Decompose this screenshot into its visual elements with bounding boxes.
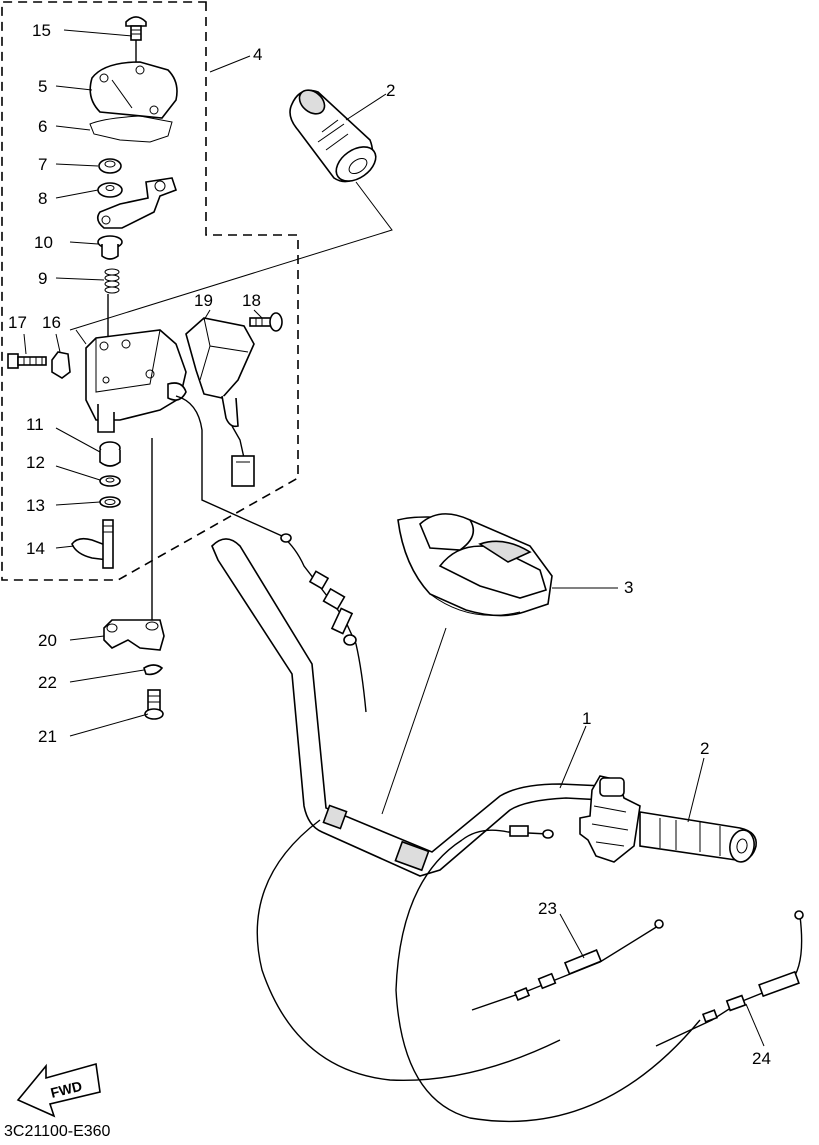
cable-loop-right xyxy=(395,839,701,1123)
callout-18: 18 xyxy=(242,291,261,310)
switch-reference-line xyxy=(75,329,87,345)
callout-4: 4 xyxy=(253,45,262,64)
cable-loop-left xyxy=(256,819,561,1082)
diagram-code: 3C21100-E360 xyxy=(4,1123,111,1140)
leader-21 xyxy=(69,713,149,737)
lever-holder xyxy=(579,775,641,863)
callout-5: 5 xyxy=(38,77,47,96)
callout-24: 24 xyxy=(752,1049,771,1068)
part-6-gasket xyxy=(89,115,173,143)
callout-19: 19 xyxy=(194,291,213,310)
leader-5 xyxy=(55,85,93,91)
part-5-cover xyxy=(89,61,178,119)
leader-12 xyxy=(55,465,101,481)
part-23-cable xyxy=(471,919,664,1011)
handlebar-cable-fitting xyxy=(461,829,549,841)
part-13-washer xyxy=(99,496,121,508)
leader-13 xyxy=(55,501,101,506)
part-22-lock-washer xyxy=(143,664,164,676)
callout-8: 8 xyxy=(38,189,47,208)
throttle-lever-arm xyxy=(96,177,178,229)
callout-14: 14 xyxy=(26,539,45,558)
throttle-cable-fittings xyxy=(280,533,357,646)
callout-10: 10 xyxy=(34,233,53,252)
fwd-label: FWD xyxy=(49,1078,84,1101)
callout-12: 12 xyxy=(26,453,45,472)
leader-4 xyxy=(209,55,251,73)
leader-6 xyxy=(55,125,91,131)
leader-16 xyxy=(55,333,61,353)
guard-leader xyxy=(381,627,447,815)
assembly-4-dashed-outline xyxy=(1,1,299,581)
callout-9: 9 xyxy=(38,269,47,288)
part-7-nut xyxy=(98,158,122,174)
callout-13: 13 xyxy=(26,496,45,515)
part-14-thumb-lever xyxy=(71,519,114,569)
callout-21: 21 xyxy=(38,727,57,746)
part-18-screw xyxy=(249,312,283,332)
part-16-nut xyxy=(51,351,71,379)
part-15-screw xyxy=(125,16,147,72)
callout-16: 16 xyxy=(42,313,61,332)
part-2-grip-upper xyxy=(289,89,377,183)
part-21-bolt xyxy=(144,689,164,720)
callout-1: 1 xyxy=(582,709,591,728)
callout-20: 20 xyxy=(38,631,57,650)
leader-23 xyxy=(559,913,585,959)
handlebar-cable-nut xyxy=(509,825,529,837)
part-10-collar xyxy=(97,235,123,260)
callout-7: 7 xyxy=(38,155,47,174)
part-3-guard xyxy=(397,513,553,617)
leader-1 xyxy=(559,725,587,789)
part-17-bolt xyxy=(7,353,47,369)
callout-22: 22 xyxy=(38,673,57,692)
part-19-switch xyxy=(185,317,255,487)
callout-2-upper: 2 xyxy=(386,81,395,100)
leader-11 xyxy=(55,427,101,453)
throttle-housing xyxy=(85,329,187,433)
leader-7 xyxy=(55,163,99,167)
leader-24 xyxy=(745,1003,765,1047)
callout-15: 15 xyxy=(32,21,51,40)
grip-reference-line xyxy=(69,181,393,331)
leader-19 xyxy=(203,309,211,321)
callout-17: 17 xyxy=(8,313,27,332)
part-24-cable xyxy=(655,910,804,1047)
fwd-arrow-icon: FWD xyxy=(16,1062,101,1118)
callout-3: 3 xyxy=(624,578,633,597)
leader-22 xyxy=(69,669,145,683)
leader-17 xyxy=(23,333,27,355)
callout-6: 6 xyxy=(38,117,47,136)
part-11-collar xyxy=(99,441,121,467)
leader-20 xyxy=(69,635,105,641)
leader-18 xyxy=(253,309,263,319)
switch-wire xyxy=(175,395,283,537)
leader-9 xyxy=(55,277,105,281)
callout-23: 23 xyxy=(538,899,557,918)
leader-2-lower xyxy=(687,757,705,823)
callout-11: 11 xyxy=(26,415,44,434)
leader-8 xyxy=(55,189,99,199)
leader-15 xyxy=(63,29,133,37)
handlebar-cable-end xyxy=(542,829,554,839)
leader-2-upper xyxy=(345,93,387,121)
leader-14 xyxy=(55,545,75,549)
part-12-washer xyxy=(99,475,121,487)
part-8-washer xyxy=(97,182,123,198)
callout-2-lower: 2 xyxy=(700,739,709,758)
part-20-clamp xyxy=(103,438,165,651)
part-2-grip-lower xyxy=(639,811,757,863)
leader-10 xyxy=(69,241,99,245)
